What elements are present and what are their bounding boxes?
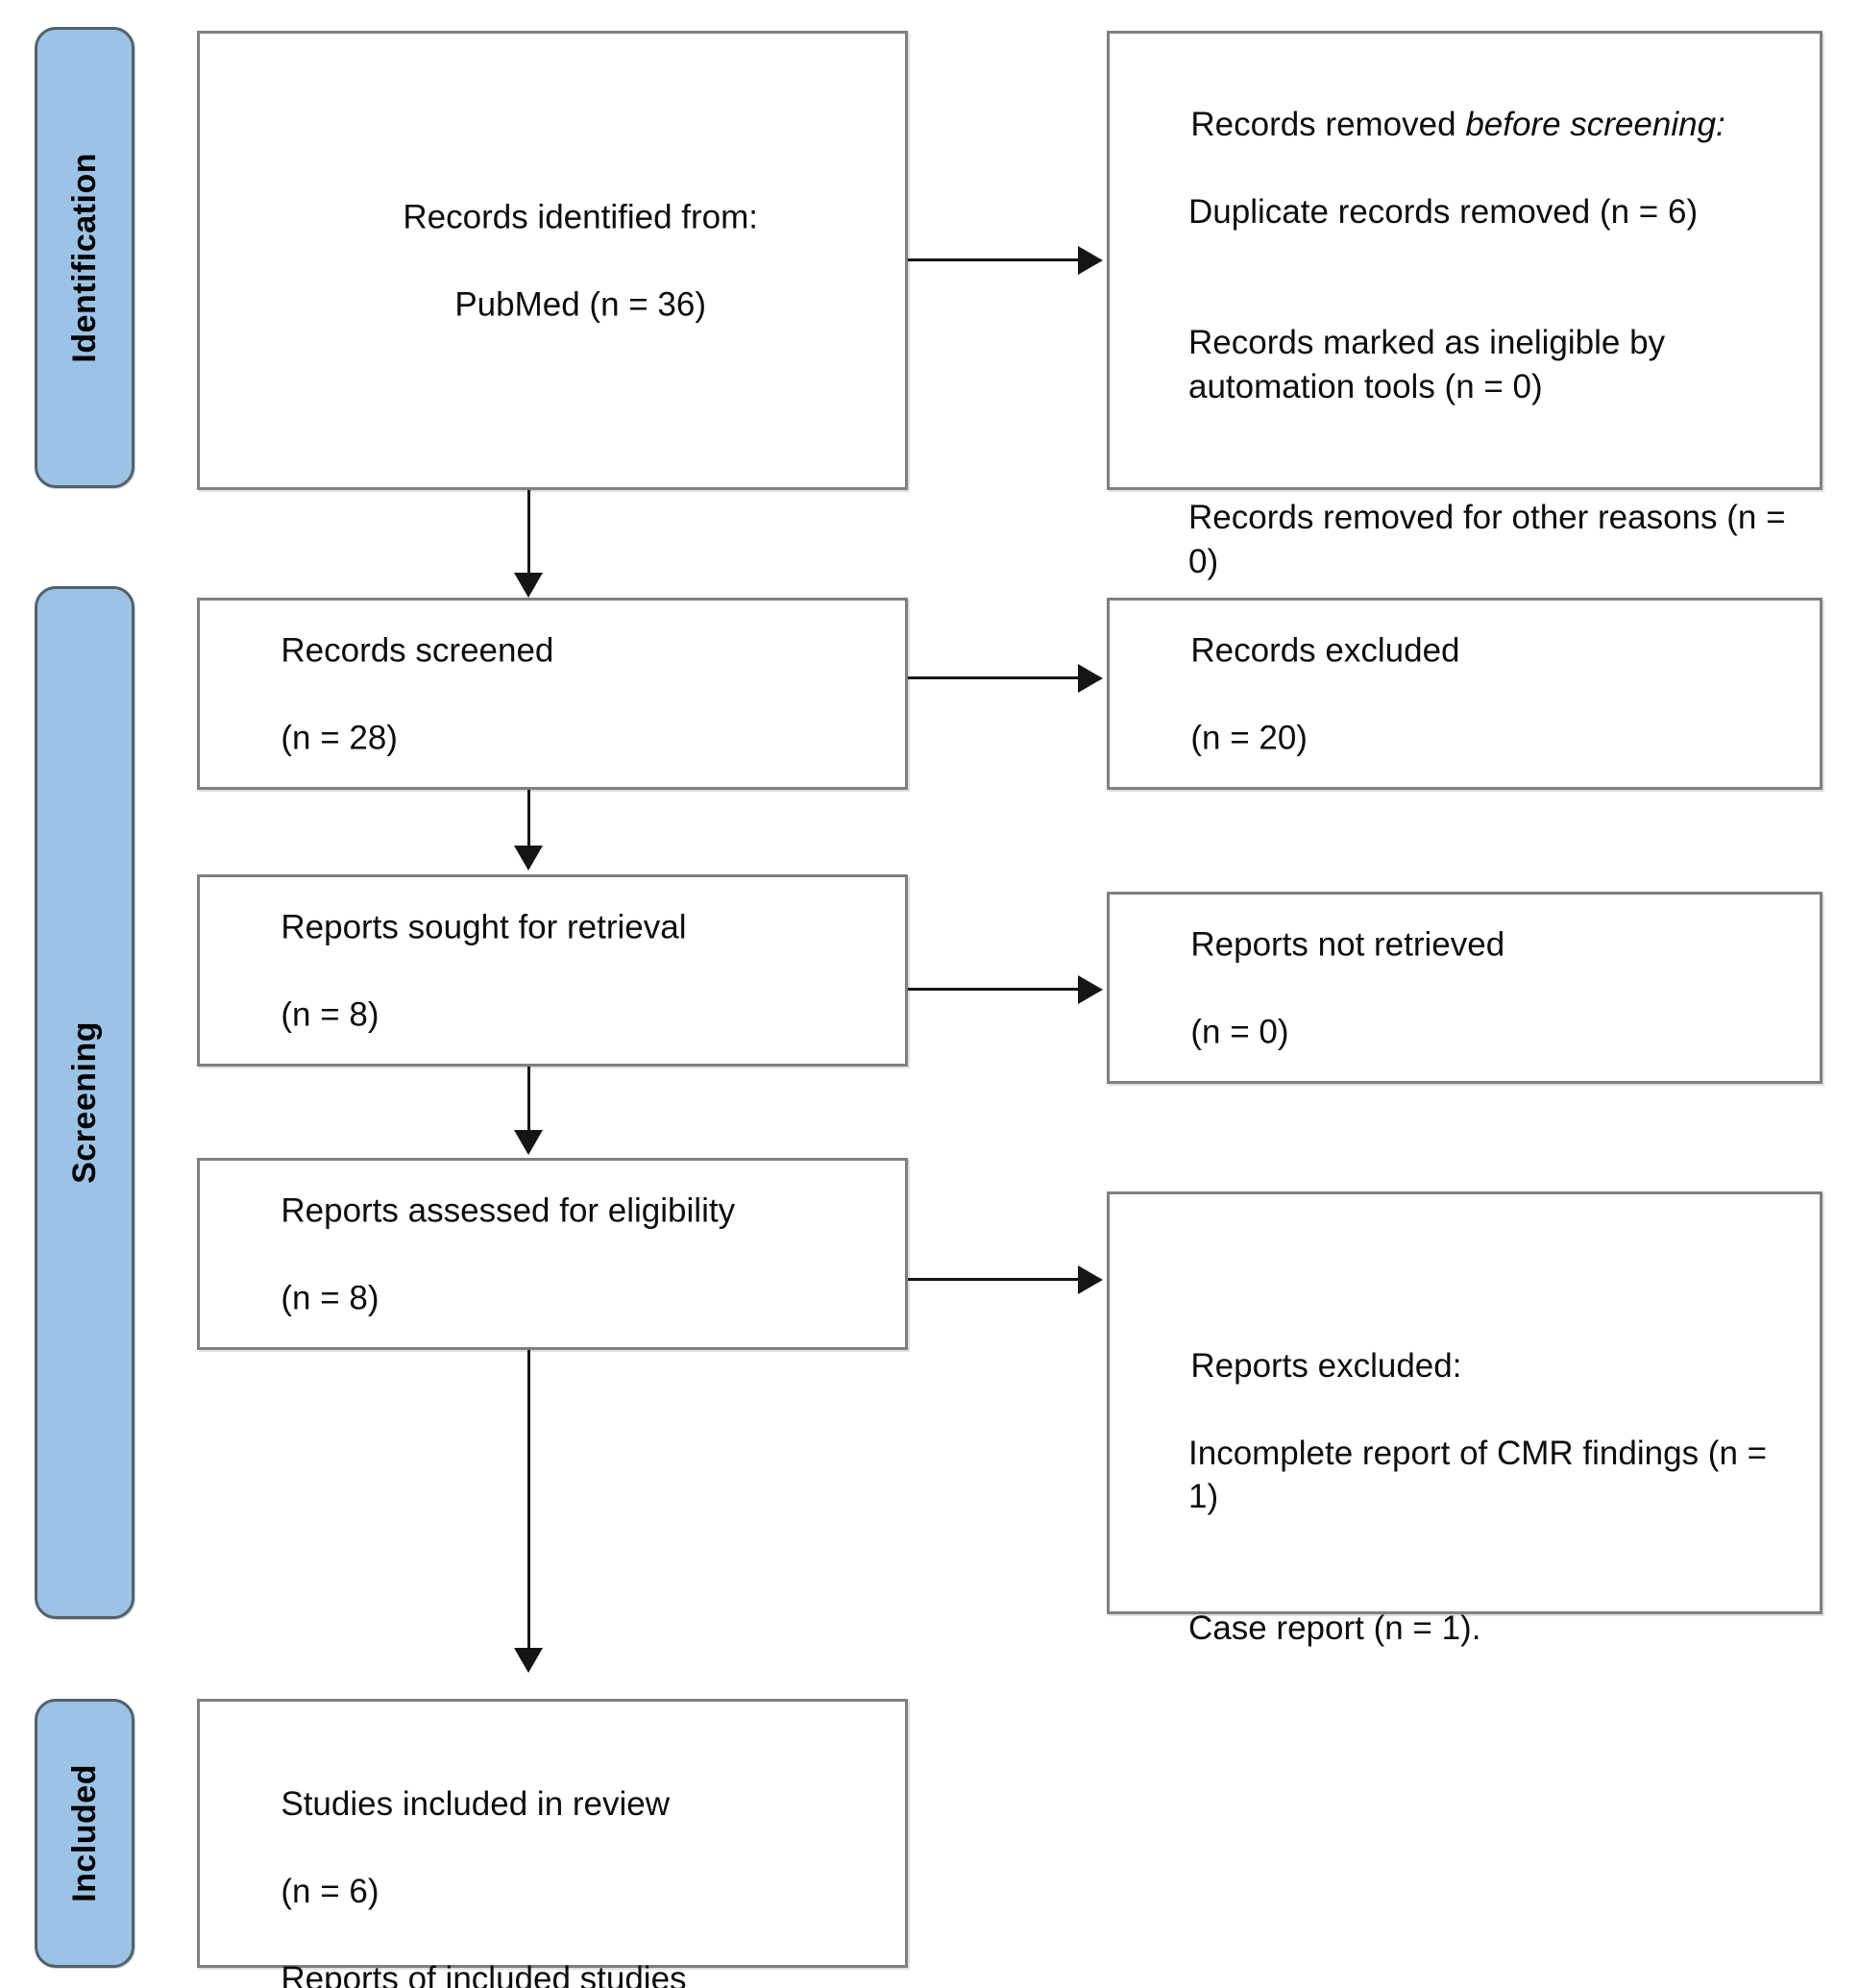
box-reports-sought: Reports sought for retrieval (n = 8) <box>197 874 908 1067</box>
box-reports-excluded: Reports excluded: Incomplete report of C… <box>1107 1191 1822 1647</box>
studies-included-line3: Reports of included studies <box>281 1959 687 1988</box>
box-reports-not-retrieved: Reports not retrieved (n = 0) <box>1107 892 1822 1084</box>
reports-excluded-heading: Reports excluded: <box>1190 1346 1462 1385</box>
connector-identified-to-screened <box>527 490 530 575</box>
records-removed-heading-italic: before screening <box>1465 105 1717 143</box>
records-excluded-line2: (n = 20) <box>1190 718 1308 756</box>
arrowhead-sought-to-assessed <box>514 1130 543 1155</box>
box-records-screened: Records screened (n = 28) <box>197 598 908 790</box>
box-reports-sought-text: Reports sought for retrieval (n = 8) <box>225 861 888 1080</box>
records-removed-heading-plain: Records removed <box>1190 105 1466 143</box>
studies-included-line2: (n = 6) <box>281 1872 379 1910</box>
studies-included-line1: Studies included in review <box>281 1784 671 1823</box>
arrowhead-assessed-to-excluded <box>1078 1265 1103 1294</box>
reports-excluded-item-0: Incomplete report of CMR findings (n = 1… <box>1188 1434 1776 1516</box>
box-studies-included-text: Studies included in review (n = 6) Repor… <box>225 1738 888 1988</box>
reports-not-retrieved-line2: (n = 0) <box>1190 1012 1289 1050</box>
records-removed-item-1: Records marked as ineligible by automati… <box>1188 324 1675 405</box>
records-screened-line2: (n = 28) <box>281 718 398 756</box>
stage-label-screening: Screening <box>65 1021 103 1184</box>
reports-sought-line1: Reports sought for retrieval <box>281 907 687 945</box>
connector-sought-to-not-retrieved <box>908 988 1078 991</box>
records-identified-line1: Records identified from: <box>403 197 758 235</box>
connector-screened-to-excluded <box>908 676 1078 679</box>
box-studies-included: Studies included in review (n = 6) Repor… <box>197 1699 908 1988</box>
connector-screened-to-sought <box>527 790 530 847</box>
box-records-excluded-text: Records excluded (n = 20) <box>1135 584 1802 803</box>
stage-bar-included: Included <box>35 1699 135 1968</box>
connector-identified-to-removed <box>908 258 1078 261</box>
stage-bar-screening: Screening <box>35 586 135 1619</box>
box-reports-assessed-text: Reports assessed for eligibility (n = 8) <box>225 1144 888 1363</box>
records-removed-heading-colon: : <box>1716 105 1725 143</box>
reports-sought-line2: (n = 8) <box>281 994 379 1033</box>
arrowhead-screened-to-excluded <box>1078 664 1103 693</box>
arrowhead-assessed-to-included <box>514 1648 543 1673</box>
box-reports-not-retrieved-text: Reports not retrieved (n = 0) <box>1135 878 1802 1097</box>
arrowhead-identified-to-removed <box>1078 246 1103 275</box>
connector-assessed-to-included <box>527 1350 530 1650</box>
arrowhead-screened-to-sought <box>514 846 543 871</box>
reports-assessed-line1: Reports assessed for eligibility <box>281 1190 736 1229</box>
connector-assessed-to-excluded <box>908 1278 1078 1281</box>
stage-bar-identification: Identification <box>35 27 135 488</box>
box-records-identified: Records identified from: PubMed (n = 36) <box>197 31 908 490</box>
records-identified-line2: PubMed (n = 36) <box>454 284 707 323</box>
stage-label-included: Included <box>65 1764 103 1902</box>
arrowhead-identified-to-screened <box>514 573 543 598</box>
box-records-removed-text: Records removed before screening: Duplic… <box>1135 59 1802 671</box>
reports-excluded-item-1: Case report (n = 1). <box>1188 1608 1481 1647</box>
box-records-screened-text: Records screened (n = 28) <box>225 584 888 803</box>
box-reports-assessed: Reports assessed for eligibility (n = 8) <box>197 1158 908 1350</box>
records-removed-item-2: Records removed for other reasons (n = 0… <box>1188 499 1796 580</box>
box-records-excluded: Records excluded (n = 20) <box>1107 598 1822 790</box>
stage-label-identification: Identification <box>65 152 103 363</box>
box-records-identified-text: Records identified from: PubMed (n = 36) <box>217 151 888 370</box>
records-excluded-line1: Records excluded <box>1190 630 1460 669</box>
connector-sought-to-assessed <box>527 1067 530 1132</box>
records-removed-item-0: Duplicate records removed (n = 6) <box>1188 192 1699 231</box>
reports-not-retrieved-line1: Reports not retrieved <box>1190 924 1505 963</box>
box-reports-excluded-text: Reports excluded: Incomplete report of C… <box>1135 1300 1802 1737</box>
reports-assessed-line2: (n = 8) <box>281 1278 379 1316</box>
records-screened-line1: Records screened <box>281 630 554 669</box>
arrowhead-sought-to-not-retrieved <box>1078 975 1103 1004</box>
box-records-removed-before-screening: Records removed before screening: Duplic… <box>1107 31 1822 580</box>
